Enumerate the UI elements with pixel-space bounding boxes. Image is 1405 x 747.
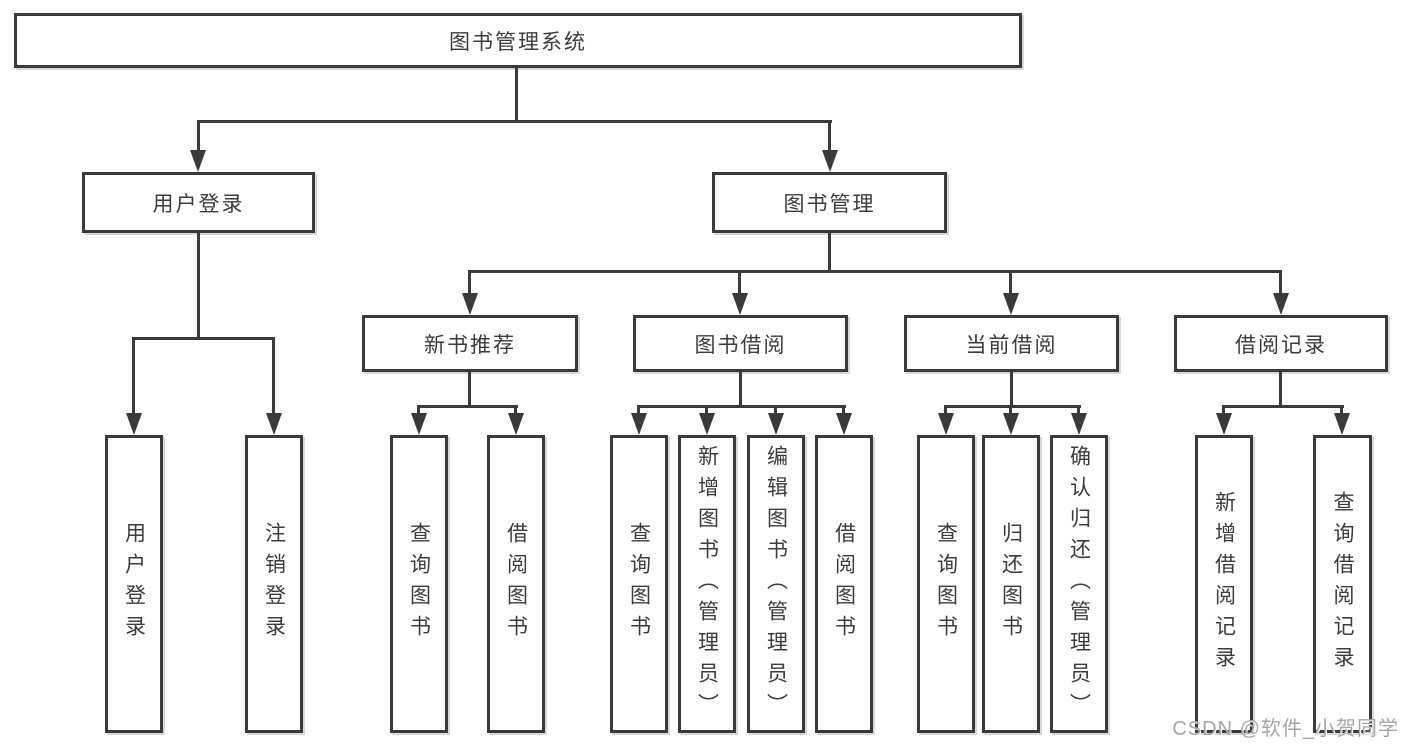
leaf-recommend-borrow-books: 借阅图书 — [487, 435, 545, 733]
connector-line — [705, 405, 708, 416]
leaf-borrow-query-books: 查询图书 — [610, 435, 668, 733]
node-current-borrow: 当前借阅 — [904, 315, 1119, 372]
connector-line — [197, 120, 200, 153]
leaf-logout: 注销登录 — [245, 435, 303, 733]
arrow-down-icon — [732, 293, 748, 315]
connector-line — [272, 337, 275, 416]
arrow-down-icon — [190, 150, 206, 172]
leaf-label: 确认归还（管理员） — [1067, 444, 1091, 724]
arrow-down-icon — [1216, 413, 1232, 435]
node-root-label: 图书管理系统 — [449, 30, 587, 54]
leaf-recommend-query-books: 查询图书 — [390, 435, 448, 733]
connector-line — [1340, 405, 1343, 416]
connector-line — [132, 337, 275, 340]
arrow-down-icon — [1334, 413, 1350, 435]
leaf-borrow-edit-books-admin: 编辑图书（管理员） — [747, 435, 805, 733]
watermark: CSDN @软件_小贺同学 — [1172, 718, 1399, 740]
arrow-down-icon — [462, 293, 478, 315]
arrow-down-icon — [411, 413, 427, 435]
connector-line — [1222, 405, 1225, 416]
connector-line — [637, 405, 846, 408]
connector-line — [1010, 370, 1013, 408]
connector-line — [1009, 405, 1012, 416]
leaf-borrow-add-books-admin: 新增图书（管理员） — [678, 435, 736, 733]
connector-line — [637, 405, 640, 416]
node-new-book-recommend: 新书推荐 — [362, 315, 578, 372]
connector-line — [1279, 370, 1282, 408]
leaf-user-login: 用户登录 — [105, 435, 163, 733]
connector-line — [828, 231, 831, 273]
connector-line — [197, 120, 832, 123]
leaf-label: 注销登录 — [262, 522, 286, 646]
leaf-records-query-record: 查询借阅记录 — [1313, 435, 1372, 733]
arrow-down-icon — [699, 413, 715, 435]
node-borrow-records-label: 借阅记录 — [1235, 333, 1327, 357]
connector-line — [828, 120, 831, 153]
connector-line — [468, 270, 471, 295]
arrow-down-icon — [1003, 413, 1019, 435]
node-user-login: 用户登录 — [82, 172, 315, 233]
leaf-label: 新增图书（管理员） — [695, 444, 719, 724]
node-borrow-records: 借阅记录 — [1174, 315, 1388, 372]
node-user-login-label: 用户登录 — [152, 192, 245, 216]
arrow-down-icon — [508, 413, 524, 435]
leaf-label: 查询图书 — [407, 522, 431, 646]
connector-line — [774, 405, 777, 416]
node-book-borrow: 图书借阅 — [633, 315, 848, 372]
connector-line — [1009, 270, 1012, 295]
connector-line — [132, 337, 135, 416]
connector-line — [1222, 405, 1344, 408]
leaf-label: 借阅图书 — [832, 522, 856, 646]
node-book-borrow-label: 图书借阅 — [694, 333, 787, 357]
connector-line — [842, 405, 845, 416]
leaf-label: 借阅图书 — [504, 522, 528, 646]
leaf-label: 查询借阅记录 — [1331, 491, 1354, 677]
node-book-management: 图书管理 — [712, 172, 947, 233]
arrow-down-icon — [126, 413, 142, 435]
arrow-down-icon — [1003, 293, 1019, 315]
arrow-down-icon — [266, 413, 282, 435]
leaf-label: 归还图书 — [999, 522, 1023, 646]
arrow-down-icon — [768, 413, 784, 435]
connector-line — [468, 270, 1282, 273]
arrow-down-icon — [1071, 413, 1087, 435]
arrow-down-icon — [836, 413, 852, 435]
connector-line — [197, 231, 200, 337]
leaf-label: 查询图书 — [934, 522, 958, 646]
connector-line — [944, 405, 947, 416]
leaf-records-add-record: 新增借阅记录 — [1195, 435, 1253, 733]
leaf-current-query-books: 查询图书 — [917, 435, 975, 733]
leaf-current-confirm-return-admin: 确认归还（管理员） — [1050, 435, 1108, 733]
connector-line — [515, 66, 518, 120]
connector-line — [514, 405, 517, 416]
node-new-book-recommend-label: 新书推荐 — [424, 333, 516, 357]
connector-line — [1077, 405, 1080, 416]
connector-line — [944, 405, 1081, 408]
connector-line — [417, 405, 420, 416]
connector-line — [468, 370, 471, 408]
connector-line — [739, 370, 742, 408]
leaf-borrow-borrow-books: 借阅图书 — [815, 435, 873, 733]
leaf-label: 编辑图书（管理员） — [764, 444, 788, 724]
arrow-down-icon — [822, 150, 838, 172]
connector-line — [417, 405, 518, 408]
arrow-down-icon — [938, 413, 954, 435]
connector-line — [738, 270, 741, 295]
connector-line — [1279, 270, 1282, 295]
arrow-down-icon — [631, 413, 647, 435]
leaf-current-return-books: 归还图书 — [982, 435, 1040, 733]
leaf-label: 查询图书 — [627, 522, 651, 646]
leaf-label: 用户登录 — [122, 522, 146, 646]
node-root: 图书管理系统 — [14, 13, 1022, 68]
node-book-management-label: 图书管理 — [783, 192, 876, 216]
node-current-borrow-label: 当前借阅 — [965, 333, 1058, 357]
leaf-label: 新增借阅记录 — [1212, 491, 1236, 677]
arrow-down-icon — [1273, 293, 1289, 315]
